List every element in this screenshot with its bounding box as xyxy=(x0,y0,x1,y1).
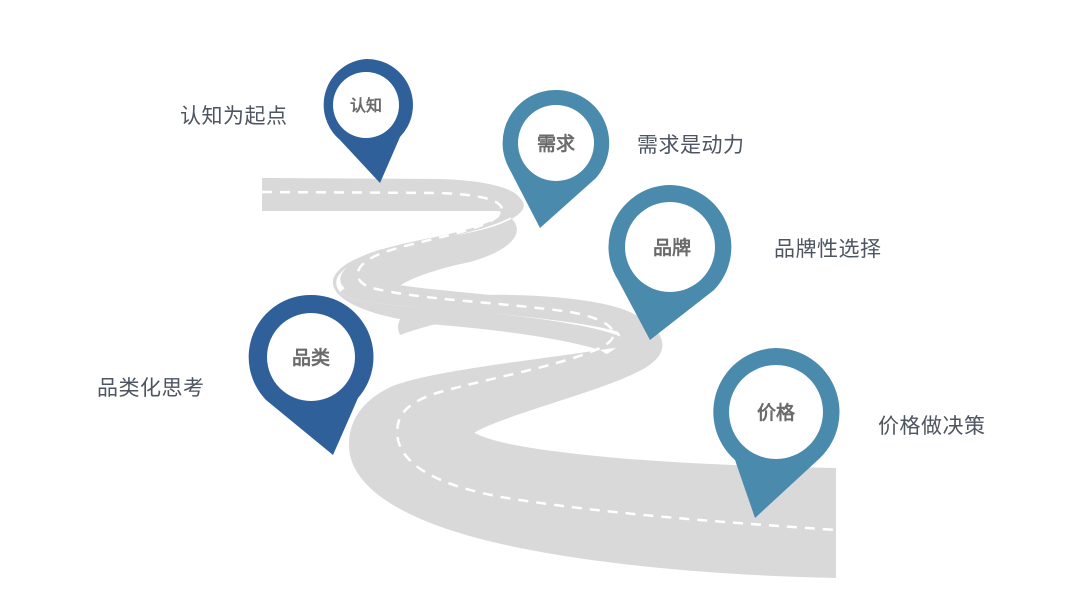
pin-brand-title: 品牌 xyxy=(653,236,691,259)
caption-demand: 需求是动力 xyxy=(637,133,745,157)
caption-cognition: 认知为起点 xyxy=(180,104,288,128)
pin-demand-title: 需求 xyxy=(537,132,576,155)
pin-price-title: 价格 xyxy=(757,401,796,424)
pin-category[interactable]: 品类 xyxy=(248,294,374,455)
pin-category-title: 品类 xyxy=(292,346,330,369)
winding-road xyxy=(261,178,837,578)
pin-cognition[interactable]: 认知 xyxy=(323,58,413,183)
caption-price: 价格做决策 xyxy=(878,414,986,438)
caption-brand: 品牌性选择 xyxy=(774,237,882,261)
pin-price[interactable]: 价格 xyxy=(713,348,840,518)
pin-brand[interactable]: 品牌 xyxy=(608,185,732,340)
caption-category: 品类化思考 xyxy=(97,376,205,400)
pin-cognition-title: 认知 xyxy=(350,96,382,115)
pin-demand[interactable]: 需求 xyxy=(502,89,610,228)
